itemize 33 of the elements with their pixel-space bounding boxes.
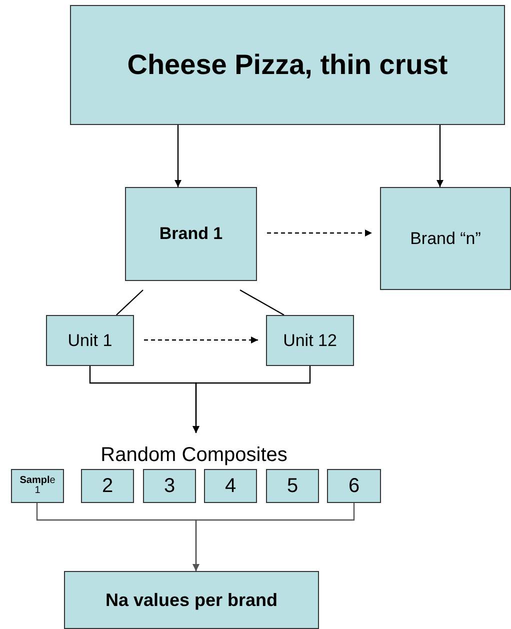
- box-label: 5: [286, 474, 298, 498]
- box-label: 2: [102, 474, 114, 498]
- box-label: Brand 1: [159, 224, 223, 244]
- process-box: [266, 469, 319, 503]
- process-box: [81, 469, 134, 503]
- box-label: 4: [224, 474, 236, 498]
- arrow: [192, 366, 311, 433]
- process-box: [380, 187, 511, 290]
- box-label: Brand “n”: [410, 228, 481, 248]
- arrow: [144, 336, 258, 344]
- process-box: [125, 187, 257, 281]
- box-label: Cheese Pizza, thin crust: [127, 49, 448, 81]
- process-box: [46, 315, 134, 366]
- process-box: [11, 469, 64, 503]
- arrow: [436, 125, 444, 187]
- box-label: Na values per brand: [105, 590, 278, 610]
- process-box: [143, 469, 196, 503]
- process-box: [70, 5, 505, 125]
- box-label: 6: [348, 474, 360, 498]
- process-box: [327, 469, 381, 503]
- box-label: 3: [164, 474, 176, 498]
- connector-line: [240, 289, 284, 316]
- arrow: [267, 230, 372, 236]
- connector-line: [116, 290, 144, 316]
- arrow: [192, 503, 355, 571]
- process-box: [266, 315, 354, 366]
- arrow: [174, 125, 182, 187]
- heading-text: Random Composites: [76, 443, 312, 467]
- process-box: [64, 571, 319, 629]
- process-box: [204, 469, 257, 503]
- box-label: Unit 1: [68, 330, 112, 350]
- box-label: Sample 1: [20, 476, 56, 496]
- box-label: Unit 12: [283, 330, 337, 350]
